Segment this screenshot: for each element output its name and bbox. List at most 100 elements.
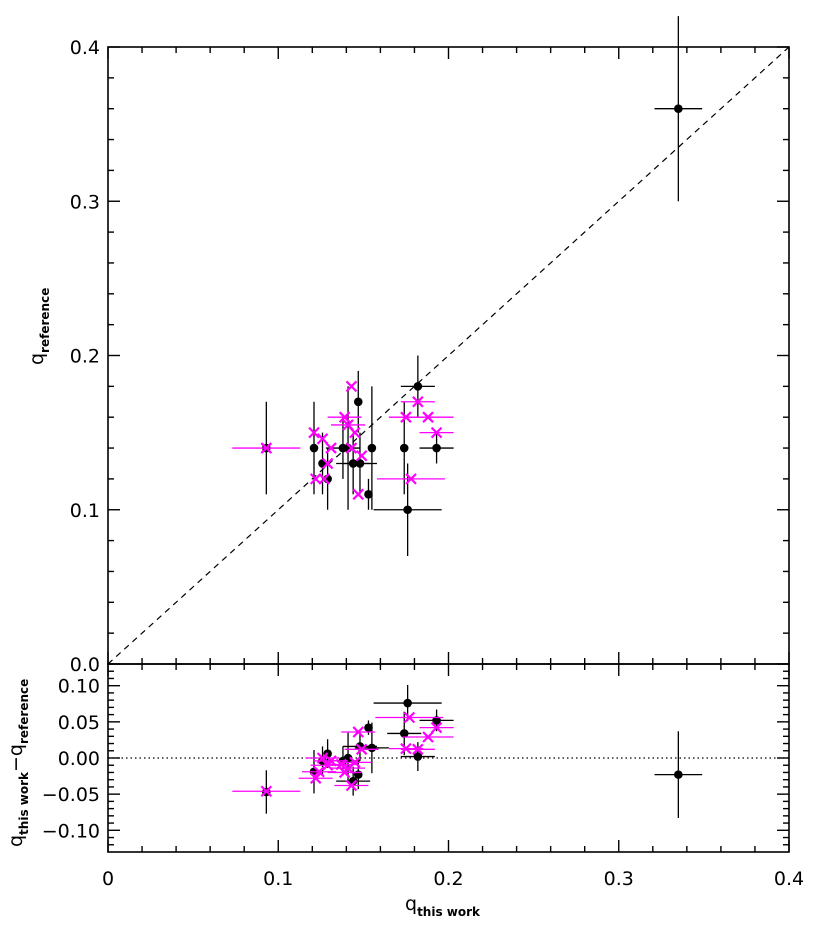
main-y-tick-label: 0.2	[70, 346, 100, 368]
main-y-tick-label: 0.0	[70, 654, 100, 676]
circle-marker	[413, 382, 423, 391]
residual-y-axis-label-q: q	[5, 835, 27, 847]
circle-marker	[399, 443, 409, 453]
residual-panel-ticks	[107, 664, 790, 852]
one-to-one-dashed-line	[107, 46, 790, 665]
cross-marker-stroke	[430, 721, 443, 734]
cross-marker-stroke	[349, 756, 361, 769]
residual-panel-frame	[107, 663, 790, 853]
cross-marker-stroke	[352, 488, 365, 501]
cross-point	[375, 711, 444, 724]
circle-point	[309, 401, 319, 495]
cross-marker-stroke	[313, 765, 325, 778]
cross-point	[327, 411, 362, 423]
x-axis-label: qthis work	[405, 893, 481, 919]
cross-marker-stroke	[308, 426, 320, 439]
main-y-tick-label: 0.3	[70, 191, 100, 213]
circle-point	[400, 742, 435, 772]
cross-marker-stroke	[355, 449, 368, 462]
x-tick-label: 0.4	[774, 868, 804, 890]
cross-point	[345, 442, 358, 454]
cross-marker-stroke	[316, 433, 329, 445]
cross-point	[341, 726, 376, 738]
circle-point	[400, 355, 435, 418]
cross-point	[355, 449, 368, 462]
circle-point	[419, 432, 454, 464]
x-tick-label: 0	[102, 868, 114, 890]
cross-point	[302, 765, 337, 778]
circle-point	[367, 386, 377, 510]
circle-point	[336, 766, 371, 796]
circle-marker	[355, 459, 365, 468]
circle-marker	[309, 443, 319, 453]
cross-point	[345, 380, 358, 393]
x-tick-label: 0.3	[604, 868, 634, 890]
x-axis-label-sub: this work	[417, 905, 481, 919]
cross-marker-stroke	[260, 442, 273, 454]
circle-marker	[367, 443, 377, 453]
circle-marker	[674, 104, 683, 113]
main-y-axis-label-sub: reference	[38, 288, 52, 353]
cross-marker-stroke	[309, 772, 322, 785]
circle-point	[354, 722, 389, 774]
main-y-tick-label: 0.4	[70, 37, 100, 59]
cross-point	[419, 721, 454, 734]
cross-point	[325, 442, 337, 454]
circle-marker	[413, 752, 423, 761]
circle-marker	[367, 743, 377, 753]
cross-marker-stroke	[345, 779, 358, 792]
circle-marker	[353, 770, 363, 779]
circle-marker	[403, 698, 412, 708]
cross-point	[321, 457, 334, 470]
circle-marker	[432, 716, 441, 725]
residual-y-tick-labels: 0.100.050.00−0.05−0.10	[42, 676, 100, 843]
cross-point	[349, 426, 361, 439]
cross-point	[232, 442, 301, 454]
main-panel-points	[232, 16, 703, 557]
cross-point	[402, 411, 454, 423]
cross-point	[308, 426, 320, 439]
circle-marker	[364, 723, 373, 732]
cross-marker-stroke	[345, 442, 358, 454]
cross-marker-stroke	[338, 411, 351, 423]
circle-point	[654, 731, 703, 819]
cross-marker-stroke	[349, 426, 361, 439]
residual-y-tick-label: −0.05	[42, 784, 100, 806]
cross-marker-stroke	[412, 743, 424, 756]
cross-marker-stroke	[355, 743, 368, 756]
main-y-axis-label: qreference	[26, 288, 52, 365]
residual-y-axis-label-sub-a: this work	[17, 771, 31, 835]
cross-marker-stroke	[430, 426, 443, 439]
residual-y-tick-label: 0.05	[58, 712, 100, 734]
cross-marker-stroke	[412, 395, 424, 408]
cross-marker-stroke	[318, 473, 330, 485]
cross-point	[402, 731, 454, 743]
cross-marker-stroke	[260, 785, 273, 798]
cross-point	[400, 743, 435, 756]
cross-point	[344, 743, 379, 756]
circle-marker	[403, 505, 412, 515]
circle-marker	[399, 729, 409, 738]
residual-y-axis-label-sub-b: reference	[17, 679, 31, 744]
cross-point	[334, 779, 369, 792]
cross-marker-stroke	[400, 742, 412, 755]
circle-marker	[674, 770, 683, 779]
cross-marker-stroke	[405, 473, 417, 485]
circle-marker	[432, 443, 441, 453]
cross-point	[298, 772, 333, 785]
cross-point	[400, 395, 435, 408]
circle-point	[654, 16, 703, 202]
residual-y-axis-label: qthis work−qreference	[5, 679, 31, 847]
circle-point	[373, 463, 442, 557]
cross-marker-stroke	[342, 419, 354, 431]
cross-marker-stroke	[325, 442, 337, 454]
cross-point	[419, 426, 454, 439]
x-axis-label-main: q	[405, 893, 417, 915]
residual-y-tick-label: −0.10	[42, 820, 100, 842]
cross-point	[232, 785, 301, 798]
cross-point	[352, 488, 365, 501]
cross-marker-stroke	[422, 731, 434, 743]
circle-point	[364, 478, 373, 510]
cross-marker-stroke	[422, 411, 434, 423]
